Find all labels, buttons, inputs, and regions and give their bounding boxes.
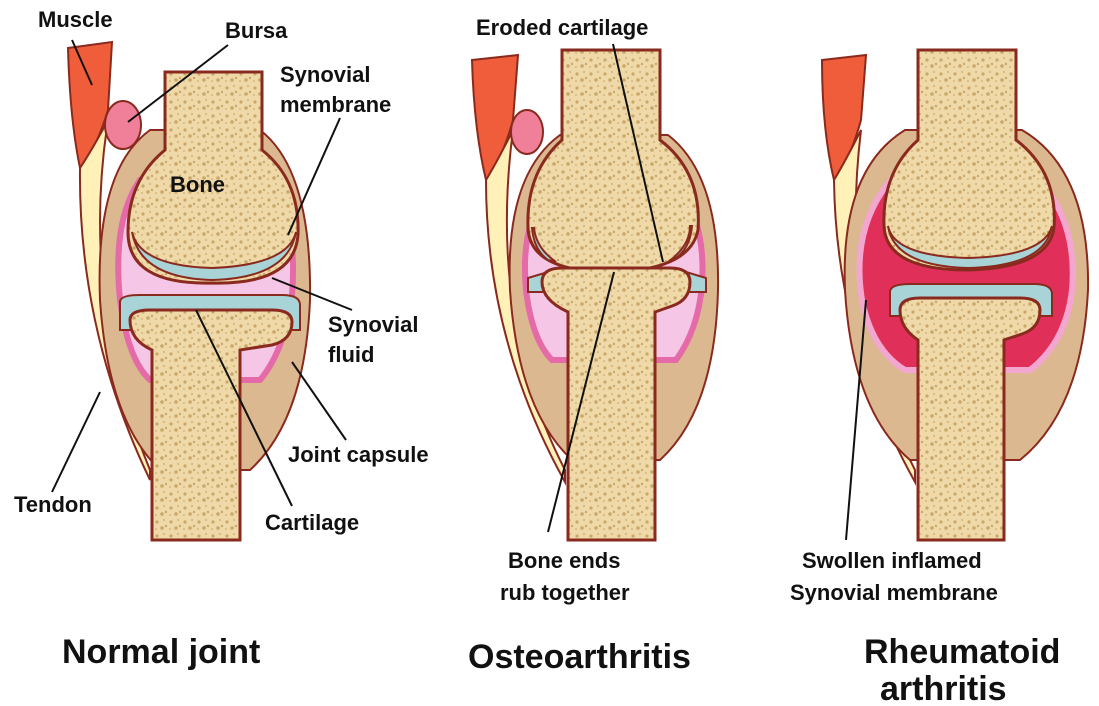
label-bone-ends-1: Bone ends: [508, 548, 620, 573]
label-swollen-1: Swollen inflamed: [802, 548, 982, 573]
upper-bone-shape-ra: [884, 50, 1054, 270]
leader-synovial-membrane: [288, 118, 340, 235]
title-osteoarthritis: Osteoarthritis: [468, 638, 691, 676]
muscle-shape-oa: [472, 55, 518, 180]
panel-normal-joint: Muscle Bursa Synovial membrane Bone Syno…: [14, 7, 429, 671]
bursa-shape-oa: [511, 110, 543, 154]
label-tendon: Tendon: [14, 492, 92, 517]
label-muscle: Muscle: [38, 7, 113, 32]
leader-tendon: [52, 392, 100, 492]
label-synovial-membrane-1: Synovial: [280, 62, 370, 87]
title-rheumatoid-1: Rheumatoid: [864, 633, 1060, 671]
panel-rheumatoid-arthritis: Swollen inflamed Synovial membrane Rheum…: [790, 50, 1088, 706]
label-joint-capsule: Joint capsule: [288, 442, 429, 467]
upper-bone-shape-oa: [528, 50, 698, 272]
label-cartilage: Cartilage: [265, 510, 359, 535]
panel-osteoarthritis: Eroded cartilage Bone ends rub together …: [468, 15, 718, 676]
label-synovial-membrane-2: membrane: [280, 92, 391, 117]
label-synovial-fluid-1: Synovial: [328, 312, 418, 337]
label-swollen-2: Synovial membrane: [790, 580, 998, 605]
label-bursa: Bursa: [225, 18, 288, 43]
title-rheumatoid-2: arthritis: [880, 670, 1007, 706]
label-synovial-fluid-2: fluid: [328, 342, 374, 367]
muscle-shape: [68, 42, 112, 168]
leader-joint-capsule: [292, 362, 346, 440]
title-normal-joint: Normal joint: [62, 633, 260, 671]
label-bone: Bone: [170, 172, 225, 197]
label-bone-ends-2: rub together: [500, 580, 630, 605]
label-eroded-cartilage: Eroded cartilage: [476, 15, 648, 40]
